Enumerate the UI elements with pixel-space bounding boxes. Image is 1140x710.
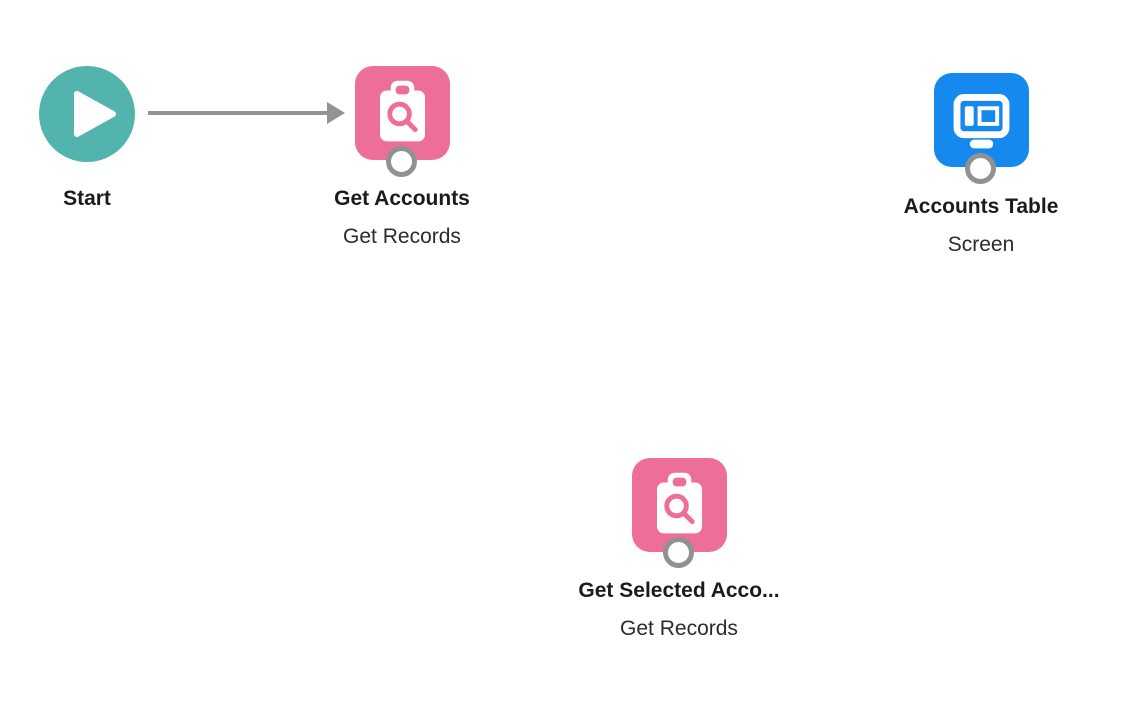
get-selected-accounts-label: Get Selected Acco... — [578, 579, 780, 602]
get-accounts-node[interactable] — [355, 66, 450, 160]
get-selected-accounts-type-label: Get Records — [620, 617, 738, 640]
get-selected-accounts-connector-point[interactable] — [663, 537, 694, 568]
accounts-table-connector-point[interactable] — [965, 153, 996, 184]
get-selected-accounts-node[interactable] — [632, 458, 727, 552]
connector-arrow-start-to-get-accounts[interactable] — [146, 98, 350, 128]
get-accounts-type-label: Get Records — [343, 225, 461, 248]
accounts-table-type-label: Screen — [947, 233, 1015, 256]
get-accounts-label: Get Accounts — [334, 187, 470, 210]
start-node[interactable] — [39, 66, 135, 162]
record-lookup-icon — [379, 80, 426, 142]
get-accounts-connector-point[interactable] — [386, 146, 417, 177]
accounts-table-node[interactable] — [934, 73, 1029, 167]
accounts-table-label: Accounts Table — [903, 195, 1059, 218]
start-node-label: Start — [63, 187, 111, 210]
play-icon — [74, 91, 116, 137]
screen-icon — [953, 94, 1010, 149]
record-lookup-icon — [656, 472, 703, 534]
